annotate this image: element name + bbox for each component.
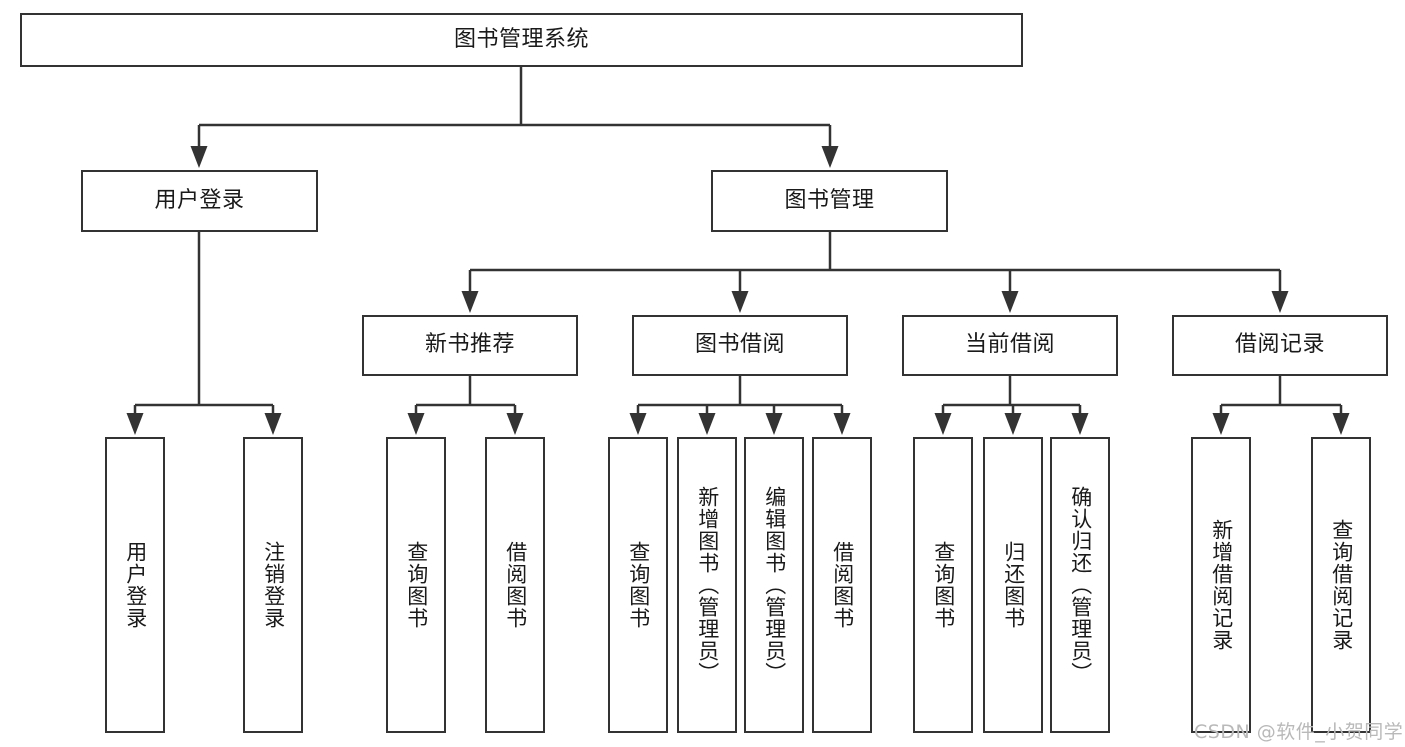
node-label: 当前借阅	[964, 332, 1055, 358]
node-leaf-7[interactable]: 编辑图书（管理员）	[744, 437, 804, 733]
node-label: 新增借阅记录	[1209, 519, 1234, 651]
node-label: 新书推荐	[424, 332, 515, 358]
node-l3-1[interactable]: 新书推荐	[362, 315, 578, 376]
arrow-to-leaf-5-icon	[629, 405, 647, 435]
node-label: 查询借阅记录	[1329, 519, 1354, 651]
node-leaf-13[interactable]: 查询借阅记录	[1311, 437, 1371, 733]
node-l3-2[interactable]: 图书借阅	[632, 315, 848, 376]
arrow-to-l3-1-icon	[461, 270, 479, 313]
connector-lines	[135, 67, 1341, 407]
arrow-to-leaf-6-icon	[698, 405, 716, 435]
node-label: 归还图书	[1001, 541, 1026, 629]
node-label: 用户登录	[154, 187, 245, 213]
node-label: 编辑图书（管理员）	[762, 486, 787, 684]
node-root[interactable]: 图书管理系统	[20, 13, 1023, 67]
node-l3-3[interactable]: 当前借阅	[902, 315, 1118, 376]
node-l2-2[interactable]: 图书管理	[711, 170, 948, 232]
node-label: 用户登录	[123, 541, 148, 629]
node-l3-4[interactable]: 借阅记录	[1172, 315, 1388, 376]
node-label: 确认归还（管理员）	[1068, 486, 1093, 684]
arrow-to-leaf-10-icon	[1004, 405, 1022, 435]
node-leaf-10[interactable]: 归还图书	[983, 437, 1043, 733]
node-l2-1[interactable]: 用户登录	[81, 170, 318, 232]
csdn-watermark: CSDN @软件_小贺同学	[1194, 721, 1404, 743]
node-label: 借阅记录	[1234, 332, 1325, 358]
node-leaf-5[interactable]: 查询图书	[608, 437, 668, 733]
node-label: 查询图书	[626, 541, 651, 629]
arrow-to-leaf-1-icon	[126, 405, 144, 435]
node-leaf-1[interactable]: 用户登录	[105, 437, 165, 733]
node-label: 图书借阅	[694, 332, 785, 358]
arrow-to-l3-3-icon	[1001, 270, 1019, 313]
arrow-to-l2-2-icon	[821, 125, 839, 168]
arrow-to-leaf-13-icon	[1332, 405, 1350, 435]
node-label: 查询图书	[404, 541, 429, 629]
arrow-to-leaf-4-icon	[506, 405, 524, 435]
arrow-to-l3-2-icon	[731, 270, 749, 313]
node-label: 查询图书	[931, 541, 956, 629]
arrow-to-leaf-9-icon	[934, 405, 952, 435]
node-leaf-12[interactable]: 新增借阅记录	[1191, 437, 1251, 733]
node-leaf-2[interactable]: 注销登录	[243, 437, 303, 733]
arrow-to-leaf-12-icon	[1212, 405, 1230, 435]
node-label: 借阅图书	[503, 541, 528, 629]
arrow-to-leaf-2-icon	[264, 405, 282, 435]
arrow-to-leaf-11-icon	[1071, 405, 1089, 435]
arrow-to-l3-4-icon	[1271, 270, 1289, 313]
node-leaf-3[interactable]: 查询图书	[386, 437, 446, 733]
arrow-to-l2-1-icon	[190, 125, 208, 168]
node-label: 借阅图书	[830, 541, 855, 629]
arrow-to-leaf-3-icon	[407, 405, 425, 435]
node-label: 注销登录	[261, 541, 286, 629]
node-label: 图书管理	[784, 187, 875, 213]
node-label: 新增图书（管理员）	[695, 486, 720, 684]
node-leaf-11[interactable]: 确认归还（管理员）	[1050, 437, 1110, 733]
node-leaf-4[interactable]: 借阅图书	[485, 437, 545, 733]
node-label: 图书管理系统	[453, 26, 589, 52]
node-leaf-9[interactable]: 查询图书	[913, 437, 973, 733]
node-leaf-8[interactable]: 借阅图书	[812, 437, 872, 733]
connector-arrows	[126, 125, 1350, 435]
arrow-to-leaf-7-icon	[765, 405, 783, 435]
arrow-to-leaf-8-icon	[833, 405, 851, 435]
node-leaf-6[interactable]: 新增图书（管理员）	[677, 437, 737, 733]
